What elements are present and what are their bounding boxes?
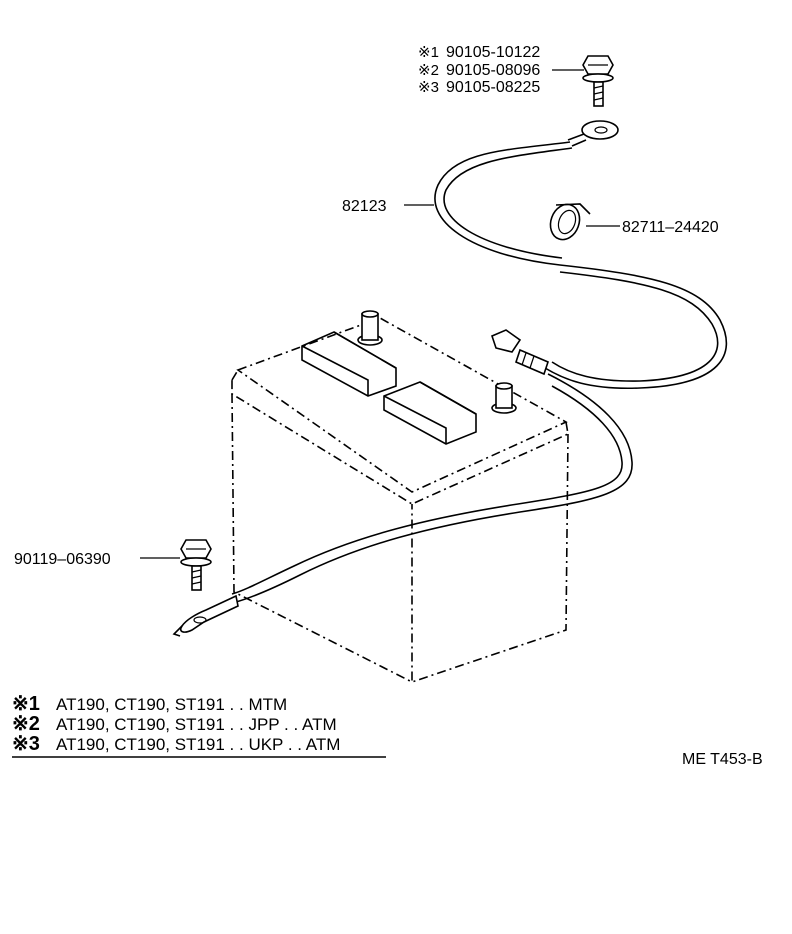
bolt-left-label: 90119–06390 <box>14 551 111 568</box>
note-mark-2: ※2 <box>12 713 40 735</box>
bolt-top-callouts: ※1 90105-10122 ※2 90105-08096 ※3 90105-0… <box>418 44 584 96</box>
note-text-1: AT190, CT190, ST191 . . MTM <box>56 695 287 714</box>
clamp-icon <box>549 203 591 241</box>
cable-82123 <box>434 120 728 390</box>
bolt-top-part-3: 90105-08225 <box>446 79 540 96</box>
figure-code: ME T453-B <box>682 751 763 768</box>
battery-outline <box>231 310 569 684</box>
bolt-top-mark-2: ※2 <box>418 62 439 79</box>
bolt-top-mark-1: ※1 <box>418 44 439 61</box>
bolt-left-icon <box>180 539 212 591</box>
bolt-top-mark-3: ※3 <box>418 79 439 96</box>
note-text-3: AT190, CT190, ST191 . . UKP . . ATM <box>56 735 340 754</box>
note-mark-1: ※1 <box>12 693 40 715</box>
cable-82123-label: 82123 <box>342 198 387 215</box>
clamp-label: 82711–24420 <box>622 219 719 236</box>
bolt-top-part-2: 90105-08096 <box>446 62 540 79</box>
note-text-2: AT190, CT190, ST191 . . JPP . . ATM <box>56 715 337 734</box>
bolt-top-icon <box>582 55 614 107</box>
cable-lower <box>172 373 633 637</box>
note-mark-3: ※3 <box>12 733 40 755</box>
bolt-top-part-1: 90105-10122 <box>446 44 540 61</box>
notes-block: ※1 AT190, CT190, ST191 . . MTM ※2 AT190,… <box>12 693 386 758</box>
